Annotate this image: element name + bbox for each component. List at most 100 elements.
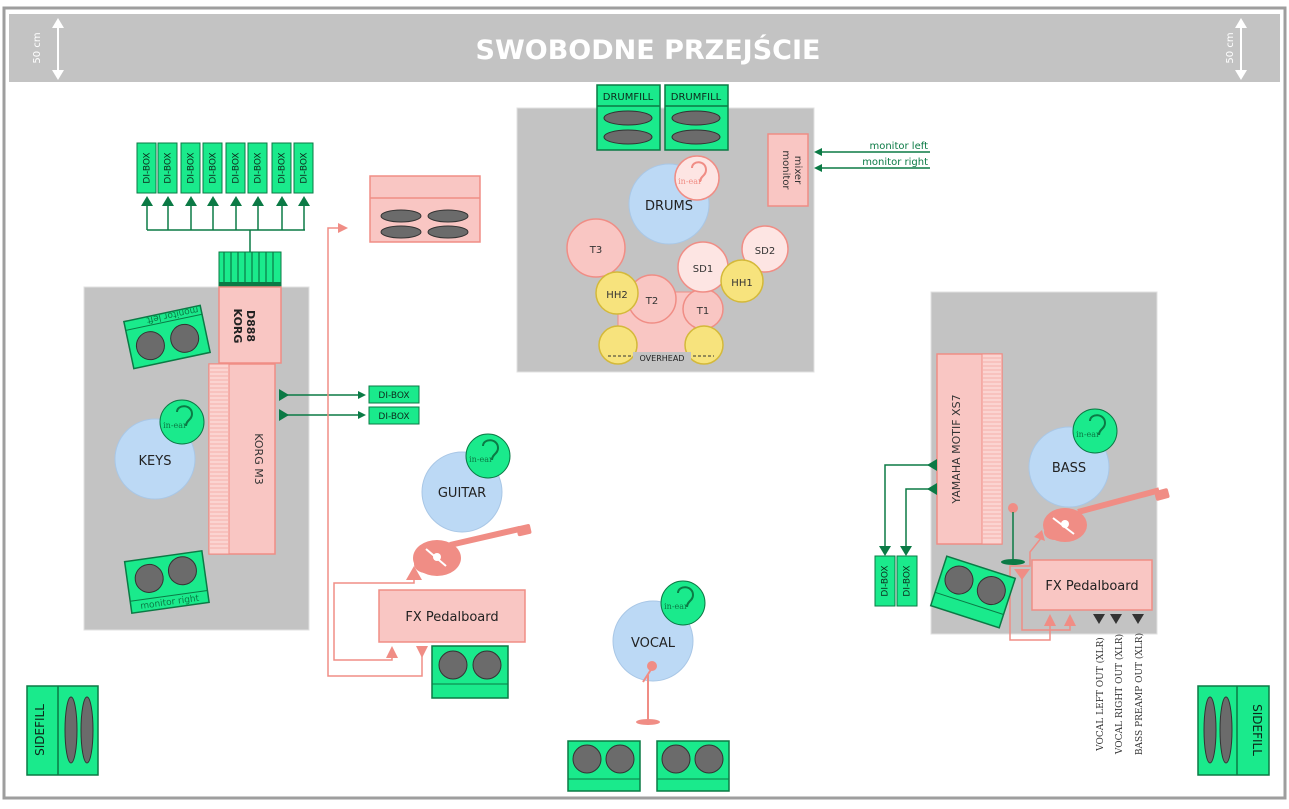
keys-in-ear-label: in-ear	[163, 421, 187, 430]
drumfill-right-label: DRUMFILL	[671, 92, 722, 103]
keys-wedge-left: monitor left	[122, 304, 212, 370]
guitar-instrument-icon	[413, 524, 532, 576]
bass-di-box-2	[896, 555, 918, 607]
bass-di-box-1	[874, 555, 896, 607]
bass-cable-1	[1009, 536, 1051, 641]
top-di-box-2: DI-BOX	[157, 142, 178, 194]
keys-di-box-2-label: DI-BOX	[378, 412, 409, 422]
top-di-box-label: DI-BOX	[209, 152, 219, 183]
snare-sd2-label: SD2	[755, 246, 775, 257]
sidefill-right: SIDEFILL	[1197, 685, 1270, 776]
overhead-label: OVERHEAD	[640, 354, 685, 363]
bass-in-ear-label: in-ear	[1076, 430, 1100, 439]
left-dimension-label: 50 cm	[32, 32, 43, 63]
bass-in-ear-icon	[1072, 408, 1118, 454]
korg-m3-label: KORG M3	[252, 433, 265, 484]
stage-frame	[2, 6, 1287, 800]
bass-pedalboard	[1031, 559, 1153, 611]
bass-mic-stand-icon	[1001, 503, 1025, 565]
korg-d888	[218, 286, 282, 364]
monitor-left-label: monitor left	[869, 141, 928, 152]
top-di-box-label: DI-BOX	[164, 152, 174, 183]
top-di-box-label: DI-BOX	[278, 152, 288, 183]
tom-t2-label: T2	[645, 296, 658, 307]
top-di-box-label: DI-BOX	[143, 152, 153, 183]
vocal-in-ear-label: in-ear	[664, 602, 688, 611]
vocal-label: VOCAL	[631, 636, 676, 651]
drums-label: DRUMS	[645, 199, 693, 214]
top-di-box-label: DI-BOX	[300, 152, 310, 183]
guitar-wedge	[431, 645, 509, 699]
yamaha-motif: YAMAHA MOTIF XS7	[936, 353, 1003, 545]
top-di-box-6: DI-BOX	[247, 142, 268, 194]
keys-di-box-1-label: DI-BOX	[378, 391, 409, 401]
guitar-in-ear-label: in-ear	[469, 455, 493, 464]
bass-di-box-2-label: DI-BOX	[903, 565, 913, 596]
hihat-hh1	[720, 259, 764, 303]
vocal-wedge-right	[656, 740, 730, 792]
snare-sd2	[741, 225, 789, 273]
yamaha-di-line-2	[905, 488, 937, 546]
vocal-in-ear-icon	[660, 580, 706, 626]
tom-t3-label: T3	[589, 245, 602, 256]
top-di-boxes: DI-BOX DI-BOX DI-BOX DI-BOX DI-BOX DI-BOX DI-B…	[136, 142, 314, 194]
bass-di-box-1-label: DI-BOX	[881, 565, 891, 596]
monitor-mixer-line2: mixer	[792, 156, 803, 185]
keys-di-box-2	[368, 406, 420, 425]
drumfill-left: DRUMFILL	[596, 84, 661, 151]
top-di-arrows	[141, 196, 310, 230]
top-di-box-3: DI-BOX	[180, 142, 201, 194]
top-di-box-4: DI-BOX	[202, 142, 223, 194]
top-di-box-label: DI-BOX	[187, 152, 197, 183]
right-dimension-label: 50 cm	[1225, 32, 1236, 63]
drums-in-ear-label: in-ear	[678, 177, 702, 186]
top-di-box-1: DI-BOX	[136, 142, 157, 194]
keys-in-ear-icon	[159, 399, 205, 445]
top-di-box-label: DI-BOX	[232, 152, 242, 183]
drumfill-right: DRUMFILL	[664, 84, 729, 151]
drums-in-ear-icon	[674, 155, 720, 201]
tom-t1-label: T1	[696, 306, 709, 317]
korg-d888-line2: D888	[244, 310, 257, 342]
banner-title: SWOBODNE PRZEJŚCIE	[476, 34, 821, 66]
vocal-mic-stand-icon	[636, 661, 660, 725]
monitor-mixer-line1: monitor	[780, 150, 791, 190]
bass-wedge	[929, 555, 1017, 629]
vocal-left-out-label: VOCAL LEFT OUT (XLR)	[1095, 637, 1106, 752]
bass-instrument-icon	[1043, 487, 1170, 542]
right-dimension: 50 cm	[1225, 18, 1247, 80]
left-dimension: 50 cm	[32, 18, 64, 80]
overhead-right	[684, 325, 724, 365]
monitor-mixer	[767, 133, 809, 207]
guitar-pedalboard	[378, 589, 526, 643]
korg-m3: KORG M3	[208, 363, 276, 555]
keys-wedge-right: monitor right	[123, 549, 210, 615]
sidefill-left-label: SIDEFILL	[33, 704, 47, 756]
korg-d888-line1: KORG	[231, 309, 244, 344]
hihat-hh1-label: HH1	[731, 278, 752, 289]
monitor-right-label: monitor right	[862, 157, 928, 168]
bass-label: BASS	[1052, 461, 1086, 476]
sidefill-left: SIDEFILL	[26, 685, 99, 776]
top-di-box-label: DI-BOX	[254, 152, 264, 183]
guitar-amp-cable	[327, 223, 423, 677]
guitar-amp-head	[369, 175, 481, 243]
korg-d888-connector	[218, 251, 282, 287]
korg-d888-lines	[223, 230, 274, 282]
bass-pedalboard-label: FX Pedalboard	[1045, 579, 1138, 594]
yamaha-label: YAMAHA MOTIF XS7	[950, 394, 963, 504]
bass-preamp-out-label: BASS PREAMP OUT (XLR)	[1134, 633, 1145, 755]
guitar-label: GUITAR	[438, 486, 486, 501]
guitar-input-arrow	[406, 566, 422, 580]
keys-label: KEYS	[139, 454, 172, 469]
tom-t3	[566, 218, 626, 278]
hihat-hh2-label: HH2	[606, 290, 627, 301]
vocal-wedge-left	[567, 740, 641, 792]
snare-sd1-label: SD1	[693, 264, 713, 275]
sidefill-right-label: SIDEFILL	[1250, 704, 1264, 756]
guitar-in-ear-icon	[465, 433, 511, 479]
hihat-hh2	[595, 271, 639, 315]
top-di-box-8: DI-BOX	[293, 142, 314, 194]
